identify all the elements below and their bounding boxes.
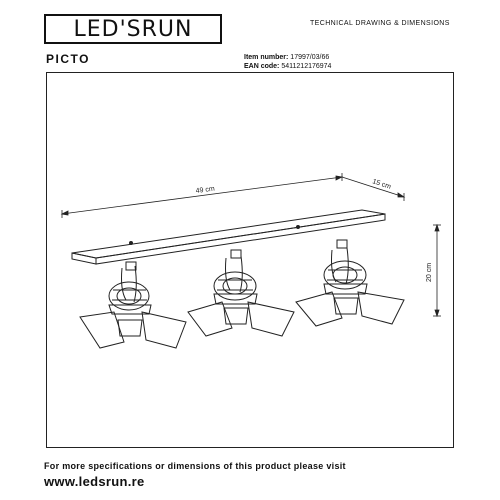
spotlight-1 — [79, 261, 187, 349]
product-name: PICTO — [46, 52, 90, 66]
footer-note: For more specifications or dimensions of… — [44, 461, 346, 471]
depth-dimension-line — [341, 176, 406, 201]
height-dimension-line — [433, 223, 441, 318]
height-dimension-label: 20 cm — [426, 263, 433, 282]
brand-logo-text: LED'SRUN — [73, 16, 193, 42]
spotlight-3 — [295, 239, 405, 327]
product-meta: Item number: 17997/03/66 EAN code: 54112… — [244, 53, 331, 71]
ceiling-base-plate — [71, 209, 386, 265]
footer-website-link[interactable]: www.ledsrun.re — [44, 474, 145, 489]
item-number-label: Item number: — [244, 54, 289, 61]
item-number-row: Item number: 17997/03/66 — [244, 53, 331, 62]
item-number-value: 17997/03/66 — [290, 54, 330, 61]
depth-dimension-label: 15 cm — [371, 178, 391, 191]
length-dimension-line — [60, 173, 344, 218]
spotlight-2 — [187, 249, 295, 337]
ean-code-row: EAN code: 5411212176974 — [244, 62, 331, 71]
document-subtitle: TECHNICAL DRAWING & DIMENSIONS — [310, 20, 450, 27]
ean-code-value: 5411212176974 — [281, 63, 332, 70]
drawing-frame — [46, 72, 454, 448]
length-dimension-label: 49 cm — [195, 186, 215, 195]
ean-code-label: EAN code: — [244, 63, 280, 70]
brand-logo: LED'SRUN — [44, 14, 222, 44]
